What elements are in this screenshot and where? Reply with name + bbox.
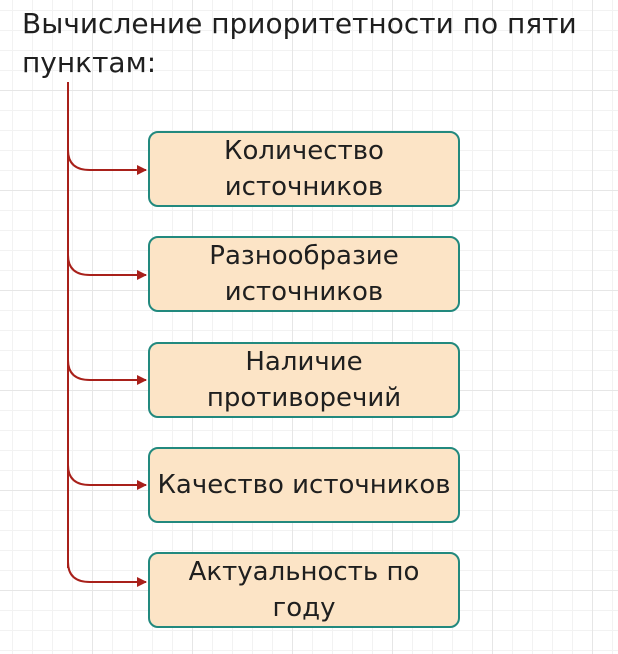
branch-arrow-4 (67, 464, 147, 490)
criterion-label: Разнообразие источников (209, 241, 399, 307)
branch-arrow-2 (67, 254, 147, 280)
criterion-label: Количество источников (224, 136, 384, 202)
criterion-box-contradictions: Наличие противоречий (148, 342, 460, 418)
criterion-box-source-diversity: Разнообразие источников (148, 236, 460, 312)
branch-arrow-3 (67, 359, 147, 385)
criterion-box-source-count: Количество источников (148, 131, 460, 207)
diagram-title: Вычисление приоритетности по пяти пункта… (22, 7, 586, 79)
criterion-box-source-quality: Качество источников (148, 447, 460, 523)
criterion-label: Актуальность по году (188, 557, 420, 623)
branch-arrow-5 (67, 561, 147, 587)
branch-arrow-1 (67, 149, 147, 175)
criterion-label: Качество источников (157, 470, 451, 500)
criterion-label: Наличие противоречий (206, 347, 402, 413)
criterion-box-year-relevance: Актуальность по году (148, 552, 460, 628)
